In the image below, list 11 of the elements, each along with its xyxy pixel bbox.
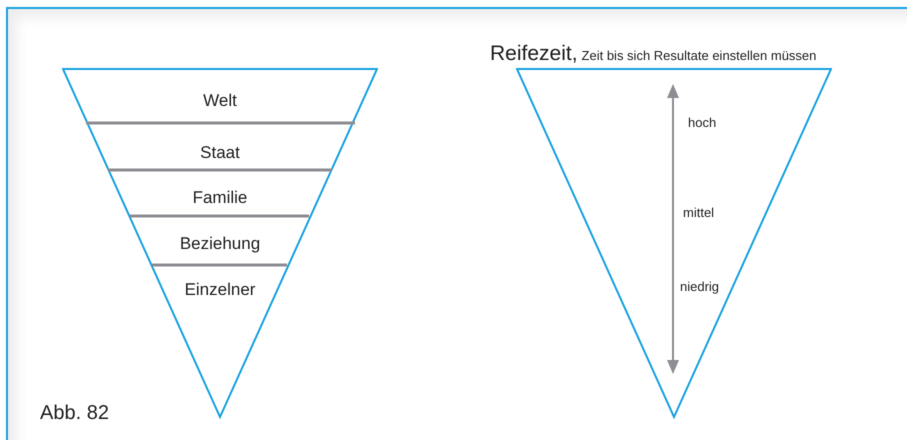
- subheading: Zeit bis sich Resultate einstellen müssen: [582, 47, 816, 65]
- level-label: Beziehung: [120, 233, 320, 255]
- level-label: Staat: [120, 142, 320, 164]
- heading: Reifezeit,: [490, 41, 578, 67]
- scale-label: hoch: [688, 114, 716, 132]
- level-label: Einzelner: [120, 279, 320, 301]
- scale-label: niedrig: [680, 278, 720, 296]
- scale-label: mittel: [683, 204, 714, 222]
- figure-number: Abb. 82: [40, 401, 109, 426]
- level-label: Familie: [120, 187, 320, 209]
- level-label: Welt: [120, 90, 320, 112]
